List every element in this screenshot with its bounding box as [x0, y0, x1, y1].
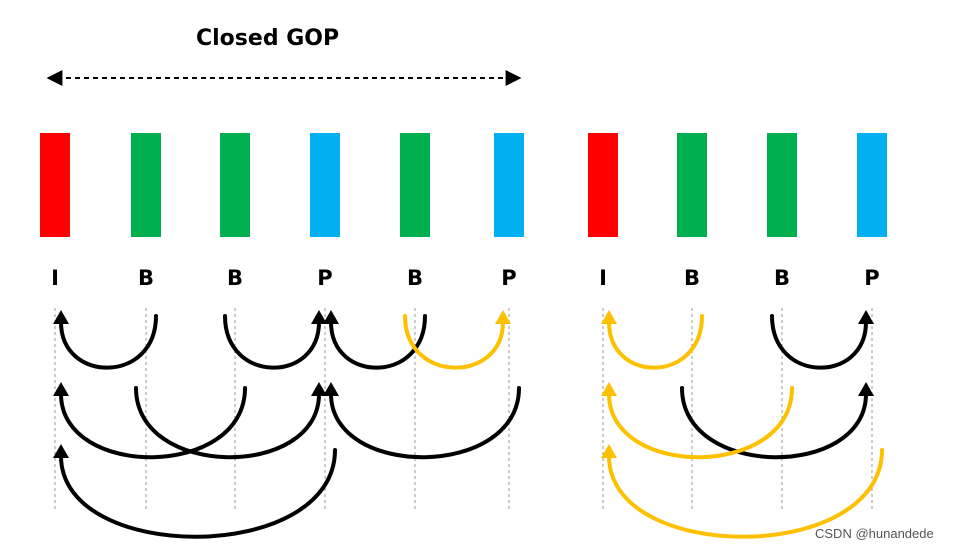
reference-arrow [680, 382, 874, 460]
frame-bar-b [131, 133, 161, 237]
frame-bar-p [310, 133, 340, 237]
frame-label-i: I [599, 266, 607, 290]
reference-arrow [323, 310, 427, 370]
reference-arrow [53, 382, 247, 460]
frame-bar-b [767, 133, 797, 237]
reference-arrow [601, 444, 884, 539]
frame-bar-i [40, 133, 70, 237]
frame-label-b: B [137, 266, 154, 290]
reference-arrow [53, 444, 337, 539]
frame-bar-p [857, 133, 887, 237]
frame-label-b: B [773, 266, 790, 290]
frame-bar-i [588, 133, 618, 237]
watermark: CSDN @hunandede [815, 526, 934, 541]
reference-arrow [403, 310, 511, 370]
reference-arrow [770, 310, 874, 370]
frame-bar-b [677, 133, 707, 237]
reference-arrow [53, 310, 158, 370]
reference-arrow [223, 310, 327, 370]
frame-label-p: P [317, 266, 333, 290]
reference-arrow [134, 382, 327, 460]
frame-bar-p [494, 133, 524, 237]
frame-bar-b [400, 133, 430, 237]
frame-label-b: B [406, 266, 423, 290]
frame-label-p: P [864, 266, 880, 290]
reference-arrow [601, 310, 704, 370]
frame-label-p: P [501, 266, 517, 290]
frame-bar-b [220, 133, 250, 237]
frame-label-b: B [683, 266, 700, 290]
reference-arrow [601, 382, 794, 460]
frame-label-i: I [51, 266, 59, 290]
diagram-title: Closed GOP [196, 26, 340, 51]
frame-label-b: B [226, 266, 243, 290]
reference-arrow [323, 382, 521, 460]
